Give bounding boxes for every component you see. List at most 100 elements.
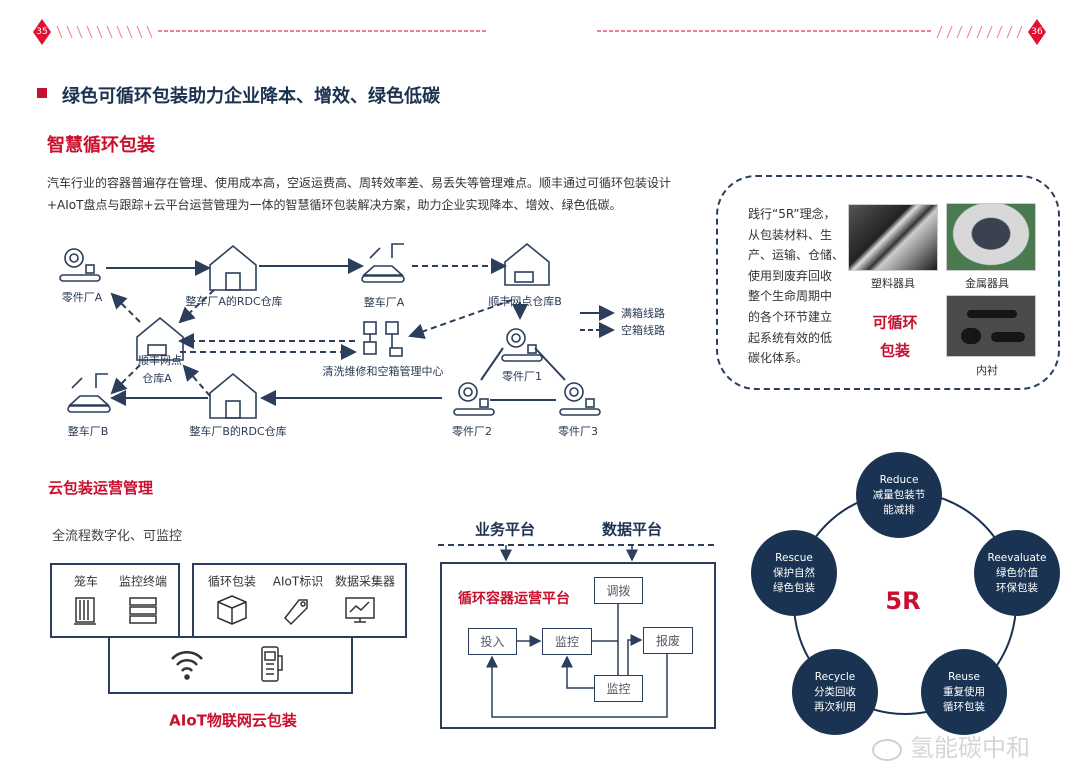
empty-route: [110, 364, 141, 395]
empty-route: [408, 299, 513, 339]
node-zh: 循环包装: [943, 700, 985, 713]
node-zh: 再次利用: [814, 700, 856, 713]
node-en: Rescue: [775, 551, 813, 564]
node-en: Reduce: [879, 473, 919, 486]
node-label: 清洗维修和空箱管理中心: [322, 365, 444, 378]
device-label: 监控终端: [118, 574, 168, 589]
text-line: 践行“5R”理念，: [748, 207, 836, 221]
business-platform-label: 业务平台: [474, 520, 536, 539]
node-label: 整车厂A的RDC仓库: [185, 295, 283, 308]
factory-gear-icon: [59, 248, 101, 282]
node-label: 零件厂2: [452, 425, 492, 438]
text-line: 的各个环节建立: [748, 309, 833, 324]
text-line: 从包装材料、生: [748, 227, 833, 242]
node-label: 整车厂B的RDC仓库: [189, 425, 287, 438]
device-label: AIoT标识: [272, 574, 324, 589]
liner-photo: [946, 295, 1036, 357]
data-platform-label: 数据平台: [601, 520, 663, 539]
node-zh: 重复使用: [943, 685, 985, 698]
device-label: 数据采集器: [334, 574, 396, 589]
node-zh: 保护自然: [773, 566, 815, 579]
metal-container-photo: [946, 203, 1036, 271]
pos-terminal-icon: [261, 646, 283, 682]
cleaning-center-icon: [363, 321, 403, 357]
section-heading-cloud: 云包装运营管理: [48, 479, 154, 497]
photo-label: 塑料器具: [871, 277, 915, 290]
car-plant-robot-icon: [361, 243, 405, 283]
node-zh: 环保包装: [996, 581, 1038, 594]
text-line: 碳化体系。: [748, 351, 809, 366]
section-heading-smart: 智慧循环包装: [47, 135, 155, 156]
node-label: 零件厂A: [61, 291, 103, 304]
server-icon: [129, 597, 157, 624]
node-label: 整车厂A: [363, 296, 405, 309]
node-label: 零件厂3: [558, 425, 598, 438]
5r-center-label: 5R: [885, 587, 921, 615]
cage-cart-icon: [74, 597, 96, 625]
warehouse-icon: [209, 244, 257, 291]
aiot-caption: AIoT物联网云包装: [169, 711, 297, 730]
node-label: 顺丰网点: [138, 354, 182, 367]
warehouse-icon: [209, 372, 257, 419]
node-label: 零件厂1: [502, 370, 542, 383]
step-dispatch: 调拨: [594, 577, 643, 604]
node-en: Reevaluate: [987, 551, 1047, 564]
node-en: Recycle: [814, 670, 856, 683]
device-label: 笼车: [73, 574, 99, 589]
text-line: 使用到废弃回收: [748, 268, 833, 283]
text-line: 起系统有效的低: [748, 330, 833, 345]
intro-paragraph: 汽车行业的容器普遍存在管理、使用成本高，空返运费高、周转效率差、易丢失等管理难点…: [47, 172, 671, 216]
empty-route: [178, 289, 215, 324]
legend-full: 满箱线路: [621, 307, 665, 320]
step-input: 投入: [468, 628, 517, 655]
text-line: 整个生命周期中: [748, 289, 833, 304]
page-number-left: 35: [33, 19, 51, 45]
page-number-right: 36: [1028, 19, 1046, 45]
5r-node-reduce: Reduce 减量包装节能减排: [856, 452, 942, 538]
node-zh: 绿色价值: [996, 566, 1038, 579]
step-monitor: 监控: [542, 628, 592, 655]
node-label: 仓库A: [142, 372, 172, 385]
tag-icon: [284, 599, 308, 626]
logistics-warehouse-icon: [504, 242, 550, 286]
empty-route: [182, 364, 211, 397]
recyclable-label: 包装: [879, 341, 911, 360]
wechat-icon: [872, 739, 902, 761]
page-title: 绿色可循环包装助力企业降本、增效、绿色低碳: [62, 86, 440, 107]
logistics-warehouse-icon: [136, 316, 184, 361]
paragraph-line: 汽车行业的容器普遍存在管理、使用成本高，空返运费高、周转效率差、易丢失等管理难点…: [47, 176, 672, 190]
platform-title: 循环容器运营平台: [458, 591, 570, 607]
section-subtitle: 全流程数字化、可监控: [52, 529, 183, 544]
node-zh: 减量包装节: [872, 488, 926, 501]
node-en: Reuse: [948, 670, 980, 683]
plastic-container-photo: [848, 204, 938, 271]
photo-label: 金属器具: [965, 277, 1009, 290]
watermark-text: 氢能碳中和: [910, 734, 1030, 762]
node-label: 整车厂B: [67, 425, 109, 438]
5r-node-recycle: Recycle 分类回收再次利用: [792, 649, 878, 735]
text-line: 产、运输、仓储、: [748, 248, 845, 263]
5r-description: 践行“5R”理念， 从包装材料、生产、运输、仓储、使用到废弃回收整个生命周期中的各…: [748, 204, 844, 369]
data-monitor-icon: [345, 597, 375, 623]
factory-gear-icon: [501, 328, 543, 362]
node-zh: 能减排: [883, 503, 915, 516]
legend-empty: 空箱线路: [621, 324, 665, 337]
title-bullet: [37, 88, 47, 98]
5r-node-reevaluate: Reevaluate 绿色价值环保包装: [974, 530, 1060, 616]
device-label: 循环包装: [207, 574, 257, 589]
node-zh: 分类回收: [814, 685, 856, 698]
node-label: 顺丰网点仓库B: [488, 295, 562, 308]
recyclable-label: 可循环: [872, 313, 918, 332]
packaging-box: [716, 175, 1060, 390]
factory-gear-icon: [453, 382, 495, 416]
empty-route: [110, 292, 141, 323]
factory-gear-icon: [559, 382, 601, 416]
5r-node-reuse: Reuse 重复使用循环包装: [921, 649, 1007, 735]
paragraph-line: +AIoT盘点与跟踪+云平台运营管理为一体的智慧循环包装解决方案，助力企业实现降…: [47, 198, 622, 212]
wifi-icon: [171, 650, 203, 680]
